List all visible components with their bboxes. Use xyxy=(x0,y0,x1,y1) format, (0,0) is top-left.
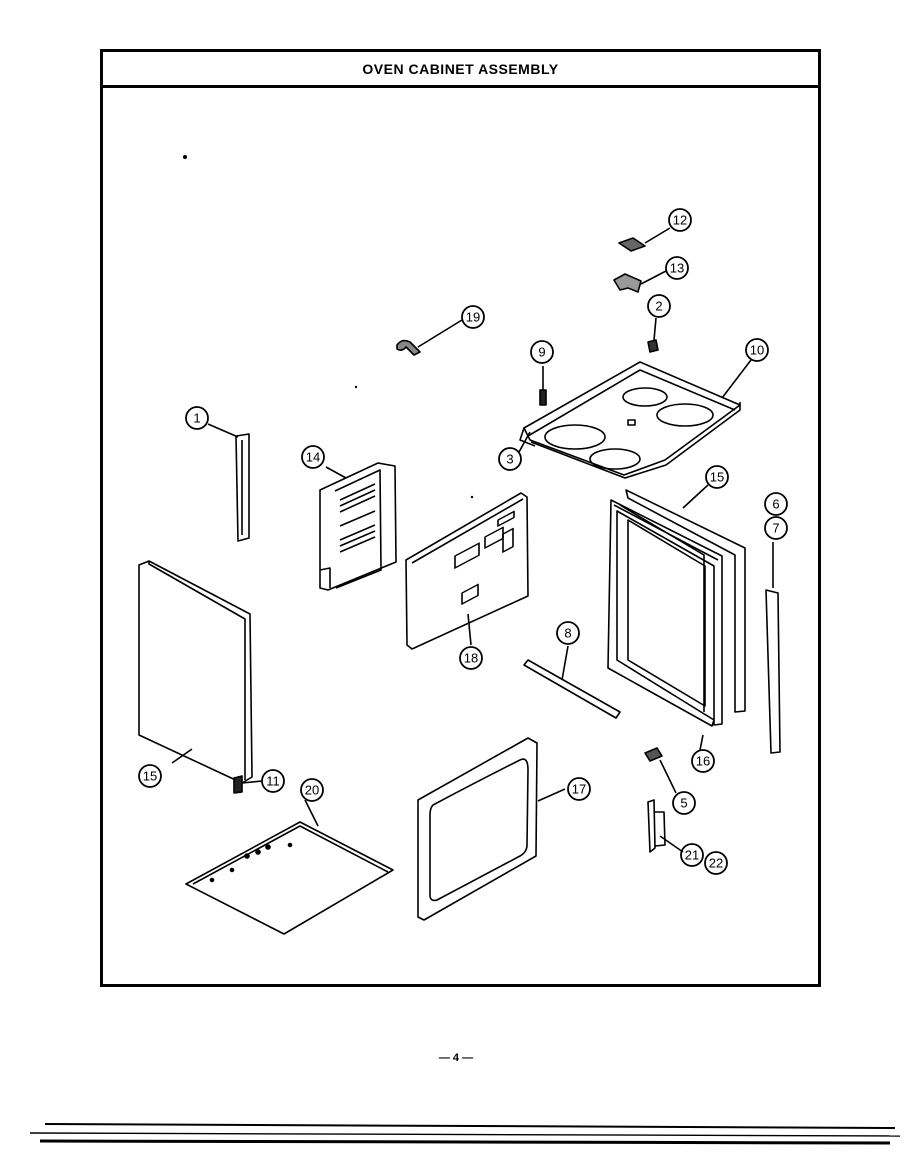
diagram-frame: OVEN CABINET ASSEMBLY xyxy=(100,49,821,987)
callouts xyxy=(138,208,788,875)
callout-7 xyxy=(764,516,788,540)
label-12: 12 xyxy=(673,213,687,228)
label-18: 18 xyxy=(464,651,478,666)
callout-11 xyxy=(261,769,285,793)
label-19: 19 xyxy=(466,310,480,325)
label-22: 22 xyxy=(709,856,723,871)
part-19-bracket xyxy=(396,319,463,356)
part-17-oven-front xyxy=(417,737,566,921)
label-15a: 15 xyxy=(143,769,157,784)
title-bar: OVEN CABINET ASSEMBLY xyxy=(103,52,818,88)
part-15-side-panel xyxy=(138,560,253,784)
label-15b: 15 xyxy=(710,470,724,485)
part-10-top-panel xyxy=(519,359,752,479)
callout-19 xyxy=(461,305,485,329)
label-1: 1 xyxy=(193,411,200,426)
part-5-clip xyxy=(644,747,677,794)
label-10: 10 xyxy=(750,343,764,358)
callout-15a xyxy=(138,764,162,788)
label-21: 21 xyxy=(685,848,699,863)
label-8: 8 xyxy=(564,626,571,641)
leader-3 xyxy=(518,431,531,453)
part-20-bottom-panel xyxy=(185,799,394,935)
part-11-screw xyxy=(233,775,263,794)
callout-14 xyxy=(301,445,325,469)
label-20: 20 xyxy=(305,783,319,798)
part-2-clip xyxy=(647,317,659,353)
part-13-clip xyxy=(613,270,667,293)
callout-21 xyxy=(680,843,704,867)
label-17: 17 xyxy=(572,782,586,797)
part-12-plate xyxy=(618,227,671,252)
label-5: 5 xyxy=(680,796,687,811)
label-7: 7 xyxy=(772,521,779,536)
callout-6 xyxy=(764,492,788,516)
callout-10 xyxy=(745,338,769,362)
part-14-heat-shield xyxy=(319,462,397,591)
label-13: 13 xyxy=(670,261,684,276)
scan-edge-lines xyxy=(29,1123,901,1145)
page-number: — 4 — xyxy=(438,1052,474,1064)
label-6: 6 xyxy=(772,497,779,512)
part-8-trim-bar xyxy=(523,645,621,719)
label-11: 11 xyxy=(266,774,280,789)
callout-12 xyxy=(668,208,692,232)
callout-1 xyxy=(185,406,209,430)
part-1-side-strip xyxy=(207,423,250,542)
label-2: 2 xyxy=(655,299,662,314)
callout-15b xyxy=(705,465,729,489)
callout-16 xyxy=(691,749,715,773)
label-14: 14 xyxy=(306,450,320,465)
label-3: 3 xyxy=(506,452,513,467)
callout-22 xyxy=(704,851,728,875)
label-16: 16 xyxy=(696,754,710,769)
callout-2 xyxy=(647,294,671,318)
callout-9 xyxy=(530,340,554,364)
callout-3 xyxy=(498,447,522,471)
callout-13 xyxy=(665,256,689,280)
part-15-16-front-frames xyxy=(607,484,746,751)
part-9-screw xyxy=(539,366,547,406)
callout-5 xyxy=(672,791,696,815)
callout-20 xyxy=(300,778,324,802)
callout-18 xyxy=(459,646,483,670)
label-9: 9 xyxy=(538,345,545,360)
part-18-back-panel xyxy=(405,492,529,650)
part-21-22-hinge xyxy=(647,799,684,853)
part-6-7-trim-strip xyxy=(765,542,781,754)
callout-8 xyxy=(556,621,580,645)
callout-17 xyxy=(567,777,591,801)
diagram-title: OVEN CABINET ASSEMBLY xyxy=(362,60,559,77)
